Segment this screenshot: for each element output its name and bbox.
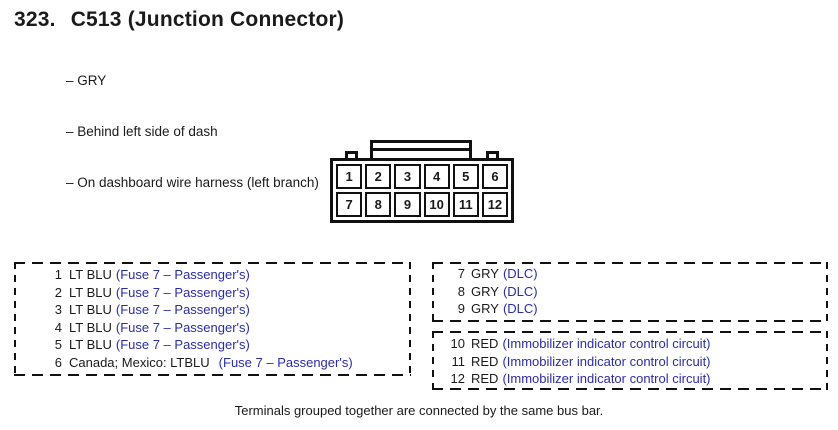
pin-entry-2: 2 LT BLU(Fuse 7 – Passenger's) [14, 284, 411, 302]
connector-row-top: 1 2 3 4 5 6 [336, 164, 509, 189]
wire-color-label: LT BLU [69, 302, 112, 317]
pin-entry-3: 3 LT BLU(Fuse 7 – Passenger's) [14, 301, 411, 319]
wire-color-label: RED [471, 353, 499, 369]
connector-cavity-9: 9 [394, 192, 421, 217]
connector-latch-tab [370, 140, 472, 158]
connector-cavity-5: 5 [452, 164, 479, 189]
circuit-label: (Fuse 7 – Passenger's) [115, 337, 250, 352]
circuit-label: (Immobilizer indicator control circuit) [502, 353, 711, 369]
circuit-label: (Fuse 7 – Passenger's) [218, 354, 353, 370]
pin-number: 2 [54, 284, 62, 300]
circuit-label: (Fuse 7 – Passenger's) [115, 267, 250, 282]
circuit-label: (Fuse 7 – Passenger's) [115, 319, 250, 335]
connector-diagram: 1 2 3 4 5 6 7 8 9 10 11 12 [330, 140, 514, 223]
wire-color-label: GRY [471, 266, 499, 281]
connector-title: C513 (Junction Connector) [70, 8, 345, 31]
pin-number: 4 [54, 319, 62, 335]
connector-cavity-12: 12 [481, 192, 509, 217]
pin-number: 8 [457, 283, 465, 299]
wire-color-label: LT BLU [69, 337, 112, 352]
wire-color-label: GRY [471, 301, 499, 316]
pin-entry-9: 9 GRY(DLC) [432, 300, 828, 318]
pin-entry-8: 8 GRY(DLC) [432, 283, 828, 301]
connector-cavity-8: 8 [365, 192, 392, 217]
circuit-label: (DLC) [502, 266, 538, 281]
circuit-label: (Immobilizer indicator control circuit) [502, 371, 711, 386]
pin-number: 6 [54, 354, 62, 370]
connector-cavity-7: 7 [336, 192, 363, 217]
connector-cavity-4: 4 [423, 164, 450, 189]
pin-entry-11: 11 RED(Immobilizer indicator control circ… [432, 353, 828, 371]
connector-key-left [345, 151, 358, 161]
pin-entry-12: 12 RED(Immobilizer indicator control circ… [432, 370, 828, 388]
page-title: 323. C513 (Junction Connector) [14, 8, 344, 32]
detail-color: – GRY [66, 73, 107, 88]
pin-number: 7 [457, 266, 465, 281]
pin-number: 3 [54, 302, 62, 317]
circuit-label: (DLC) [502, 283, 538, 299]
wire-color-label: LT BLU [69, 284, 112, 300]
wire-color-label: Canada; Mexico: LTBLU [69, 354, 210, 370]
section-number: 323. [14, 8, 56, 31]
pin-number: 12 [450, 371, 465, 386]
pin-entry-1: 1 LT BLU(Fuse 7 – Passenger's) [14, 266, 411, 284]
detail-location: – Behind left side of dash [66, 124, 218, 139]
wire-color-label: RED [471, 371, 499, 386]
pin-number: 9 [457, 301, 465, 316]
connector-cavity-6: 6 [481, 164, 509, 189]
pin-entry-7: 7 GRY(DLC) [432, 265, 828, 283]
connector-cavity-2: 2 [365, 164, 392, 189]
connector-cavity-3: 3 [394, 164, 421, 189]
circuit-label: (Fuse 7 – Passenger's) [115, 284, 250, 300]
pin-number: 1 [54, 267, 62, 282]
detail-harness: – On dashboard wire harness (left branch… [66, 175, 319, 190]
circuit-label: (Immobilizer indicator control circuit) [502, 336, 711, 351]
pin-number: 5 [54, 337, 62, 352]
connector-cavity-11: 11 [452, 192, 479, 217]
connector-cavity-10: 10 [423, 192, 450, 217]
connector-row-bottom: 7 8 9 10 11 12 [336, 192, 509, 217]
wire-color-label: LT BLU [69, 319, 112, 335]
latch-tab-line [373, 148, 469, 151]
pin-entry-5: 5 LT BLU(Fuse 7 – Passenger's) [14, 336, 411, 354]
wire-color-label: GRY [471, 283, 499, 299]
circuit-label: (DLC) [502, 301, 538, 316]
pin-entry-6: 6 Canada; Mexico: LTBLU (Fuse 7 – Passenge… [14, 354, 411, 372]
connector-cavity-1: 1 [336, 164, 363, 189]
pin-number: 11 [451, 353, 466, 369]
pin-number: 10 [450, 336, 465, 351]
connector-body: 1 2 3 4 5 6 7 8 9 10 11 12 [330, 158, 514, 223]
wire-color-label: LT BLU [69, 267, 112, 282]
connector-key-right [486, 151, 499, 161]
bus-bar-footnote: Terminals grouped together are connected… [234, 403, 604, 418]
connector-details: – GRY – Behind left side of dash – On da… [66, 38, 319, 225]
pin-entry-10: 10 RED(Immobilizer indicator control circ… [432, 335, 828, 353]
circuit-label: (Fuse 7 – Passenger's) [115, 302, 250, 317]
pin-entry-4: 4 LT BLU(Fuse 7 – Passenger's) [14, 319, 411, 337]
wire-color-label: RED [471, 336, 499, 351]
